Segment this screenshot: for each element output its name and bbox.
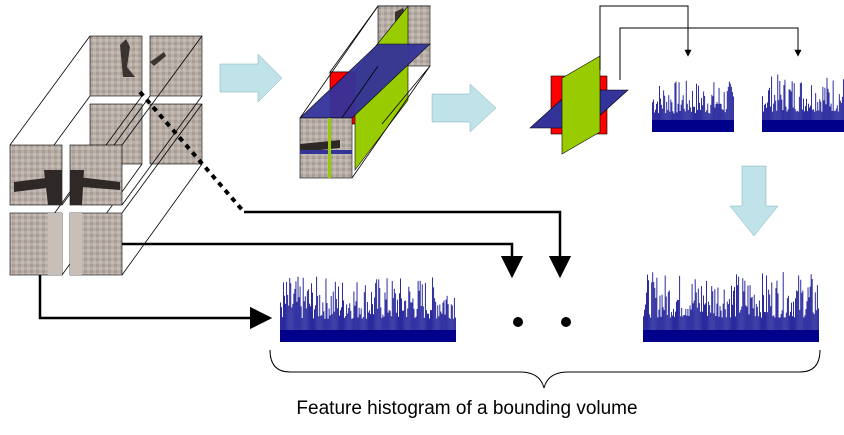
block-arrow-1	[219, 53, 283, 103]
block-arrow-down	[729, 165, 779, 237]
histogram-bottom-right	[643, 272, 819, 342]
cell-to-histogram-connectors	[38, 210, 572, 330]
dotted-connector	[138, 90, 246, 214]
histogram-bottom-left	[280, 276, 456, 342]
ellipsis-dot-2	[561, 317, 571, 327]
person-silhouette-back	[120, 39, 135, 77]
orthogonal-planes	[529, 55, 629, 155]
histogram-small-2	[762, 74, 844, 132]
back-frame-grid	[89, 35, 203, 165]
ellipsis-dot-1	[513, 317, 523, 327]
histogram-small-1	[652, 80, 734, 132]
front-frame-grid	[9, 144, 123, 276]
plane-to-histogram-lines	[599, 5, 802, 80]
cell-volume	[299, 5, 431, 179]
video-volume	[9, 35, 203, 276]
caption: Feature histogram of a bounding volume	[296, 398, 638, 419]
block-arrow-2	[431, 83, 497, 133]
brace	[269, 349, 821, 389]
